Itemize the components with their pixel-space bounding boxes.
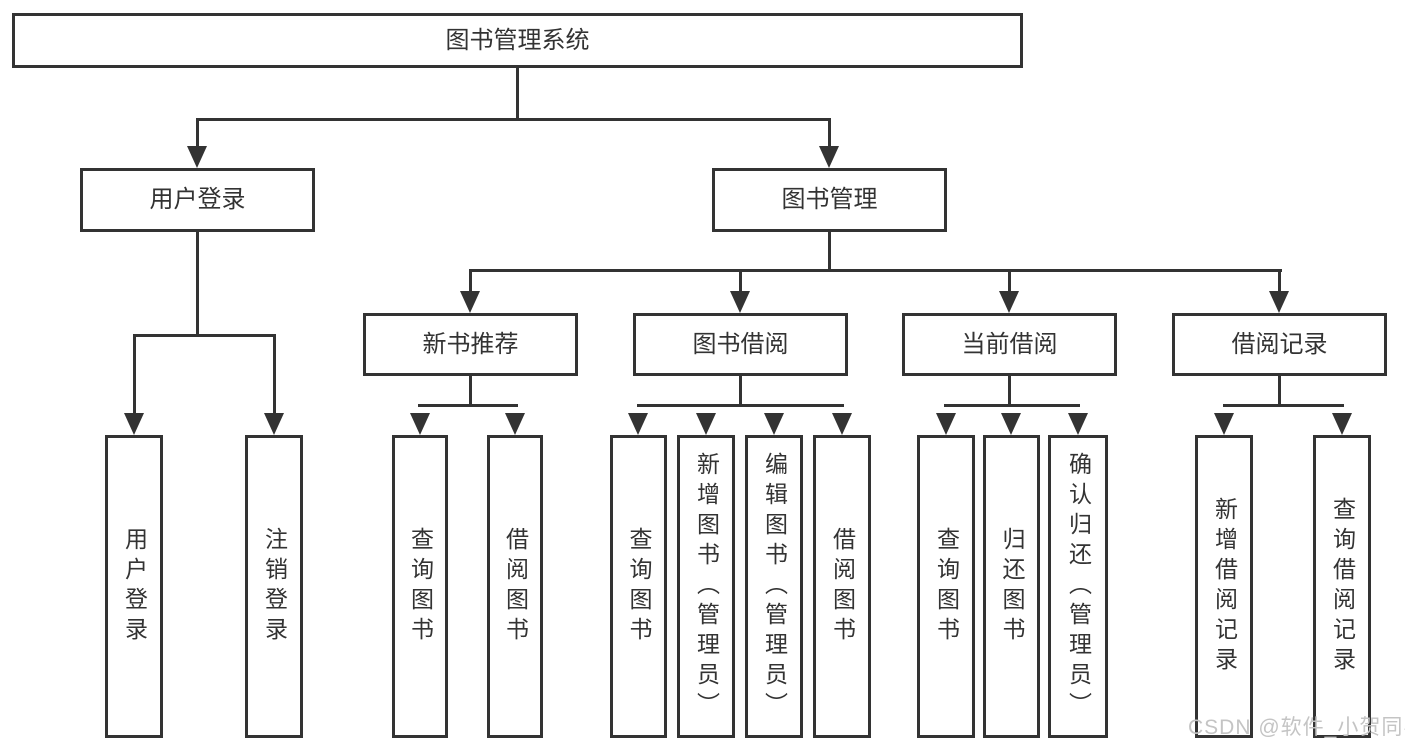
leaf-logout-login-label: 注销登录 <box>261 526 288 647</box>
node-current-borrowing: 当前借阅 <box>902 313 1117 376</box>
leaf-confirm-return-admin: 确认归还（管理员） <box>1048 435 1108 738</box>
connector-root-bar <box>196 118 831 121</box>
connector-recommend-stem <box>469 376 472 407</box>
leaf-edit-book-admin-label: 编辑图书（管理员） <box>761 451 788 722</box>
connector-to-leaf-logout <box>273 334 276 414</box>
arrowhead-icon <box>505 413 525 435</box>
arrowhead-icon <box>1269 291 1289 313</box>
arrowhead-icon <box>124 413 144 435</box>
node-book-borrowing: 图书借阅 <box>633 313 848 376</box>
leaf-borrow-books-recommend: 借阅图书 <box>487 435 543 738</box>
leaf-query-borrow-records-label: 查询借阅记录 <box>1329 496 1356 677</box>
connector-records-stem <box>1278 376 1281 407</box>
leaf-query-books-current: 查询图书 <box>917 435 975 738</box>
node-book-management: 图书管理 <box>712 168 947 232</box>
arrowhead-icon <box>1001 413 1021 435</box>
connector-records-bar <box>1223 404 1344 407</box>
arrowhead-icon <box>1214 413 1234 435</box>
arrowhead-icon <box>696 413 716 435</box>
connector-to-user-login <box>196 118 199 148</box>
leaf-add-book-admin: 新增图书（管理员） <box>677 435 735 738</box>
node-library-management-system-label: 图书管理系统 <box>445 26 590 54</box>
arrowhead-icon <box>936 413 956 435</box>
connector-current-bar <box>944 404 1080 407</box>
arrowhead-icon <box>819 146 839 168</box>
arrowhead-icon <box>264 413 284 435</box>
connector-user-login-stem <box>196 232 199 337</box>
connector-borrowing-bar <box>637 404 844 407</box>
leaf-query-books-current-label: 查询图书 <box>933 526 960 647</box>
connector-to-book-borrowing <box>739 269 742 293</box>
arrowhead-icon <box>1068 413 1088 435</box>
connector-book-management-stem <box>828 232 831 272</box>
arrowhead-icon <box>832 413 852 435</box>
leaf-add-borrow-record: 新增借阅记录 <box>1195 435 1253 738</box>
connector-book-management-bar <box>469 269 1282 272</box>
connector-borrowing-stem <box>739 376 742 407</box>
node-book-borrowing-label: 图书借阅 <box>692 330 789 358</box>
connector-to-new-book-recommend <box>469 269 472 293</box>
arrowhead-icon <box>999 291 1019 313</box>
node-new-book-recommend-label: 新书推荐 <box>422 330 519 358</box>
connector-to-book-management <box>828 118 831 148</box>
leaf-confirm-return-admin-label: 确认归还（管理员） <box>1065 451 1092 722</box>
node-library-management-system: 图书管理系统 <box>12 13 1023 68</box>
leaf-query-books-borrowing-label: 查询图书 <box>626 526 652 647</box>
arrowhead-icon <box>1332 413 1352 435</box>
leaf-borrow-books-borrowing: 借阅图书 <box>813 435 871 738</box>
arrowhead-icon <box>764 413 784 435</box>
connector-to-leaf-user-login <box>133 334 136 414</box>
leaf-return-books-label: 归还图书 <box>999 526 1025 647</box>
arrowhead-icon <box>730 291 750 313</box>
node-book-management-label: 图书管理 <box>781 186 878 213</box>
leaf-return-books: 归还图书 <box>983 435 1040 738</box>
arrowhead-icon <box>187 146 207 168</box>
csdn-watermark: CSDN @软件_小贺同学 <box>1188 716 1405 739</box>
leaf-query-books-recommend: 查询图书 <box>392 435 448 738</box>
leaf-add-borrow-record-label: 新增借阅记录 <box>1211 496 1238 677</box>
leaf-add-book-admin-label: 新增图书（管理员） <box>693 451 720 722</box>
connector-current-stem <box>1008 376 1011 407</box>
node-user-login-branch-label: 用户登录 <box>149 186 246 213</box>
leaf-query-borrow-records: 查询借阅记录 <box>1313 435 1371 738</box>
connector-to-borrow-records <box>1278 269 1281 293</box>
leaf-user-login: 用户登录 <box>105 435 163 738</box>
arrowhead-icon <box>628 413 648 435</box>
node-borrow-records: 借阅记录 <box>1172 313 1387 376</box>
leaf-query-books-recommend-label: 查询图书 <box>407 526 434 647</box>
leaf-borrow-books-recommend-label: 借阅图书 <box>502 526 529 647</box>
arrowhead-icon <box>460 291 480 313</box>
connector-user-login-bar <box>133 334 276 337</box>
leaf-borrow-books-borrowing-label: 借阅图书 <box>829 526 856 647</box>
leaf-query-books-borrowing: 查询图书 <box>610 435 667 738</box>
leaf-edit-book-admin: 编辑图书（管理员） <box>745 435 803 738</box>
connector-to-current-borrowing <box>1008 269 1011 293</box>
connector-recommend-bar <box>418 404 518 407</box>
node-new-book-recommend: 新书推荐 <box>363 313 578 376</box>
leaf-logout-login: 注销登录 <box>245 435 303 738</box>
node-user-login-branch: 用户登录 <box>80 168 315 232</box>
leaf-user-login-label: 用户登录 <box>121 526 148 647</box>
connector-root-stem <box>516 68 519 120</box>
node-borrow-records-label: 借阅记录 <box>1231 330 1328 358</box>
arrowhead-icon <box>410 413 430 435</box>
node-current-borrowing-label: 当前借阅 <box>961 330 1058 358</box>
